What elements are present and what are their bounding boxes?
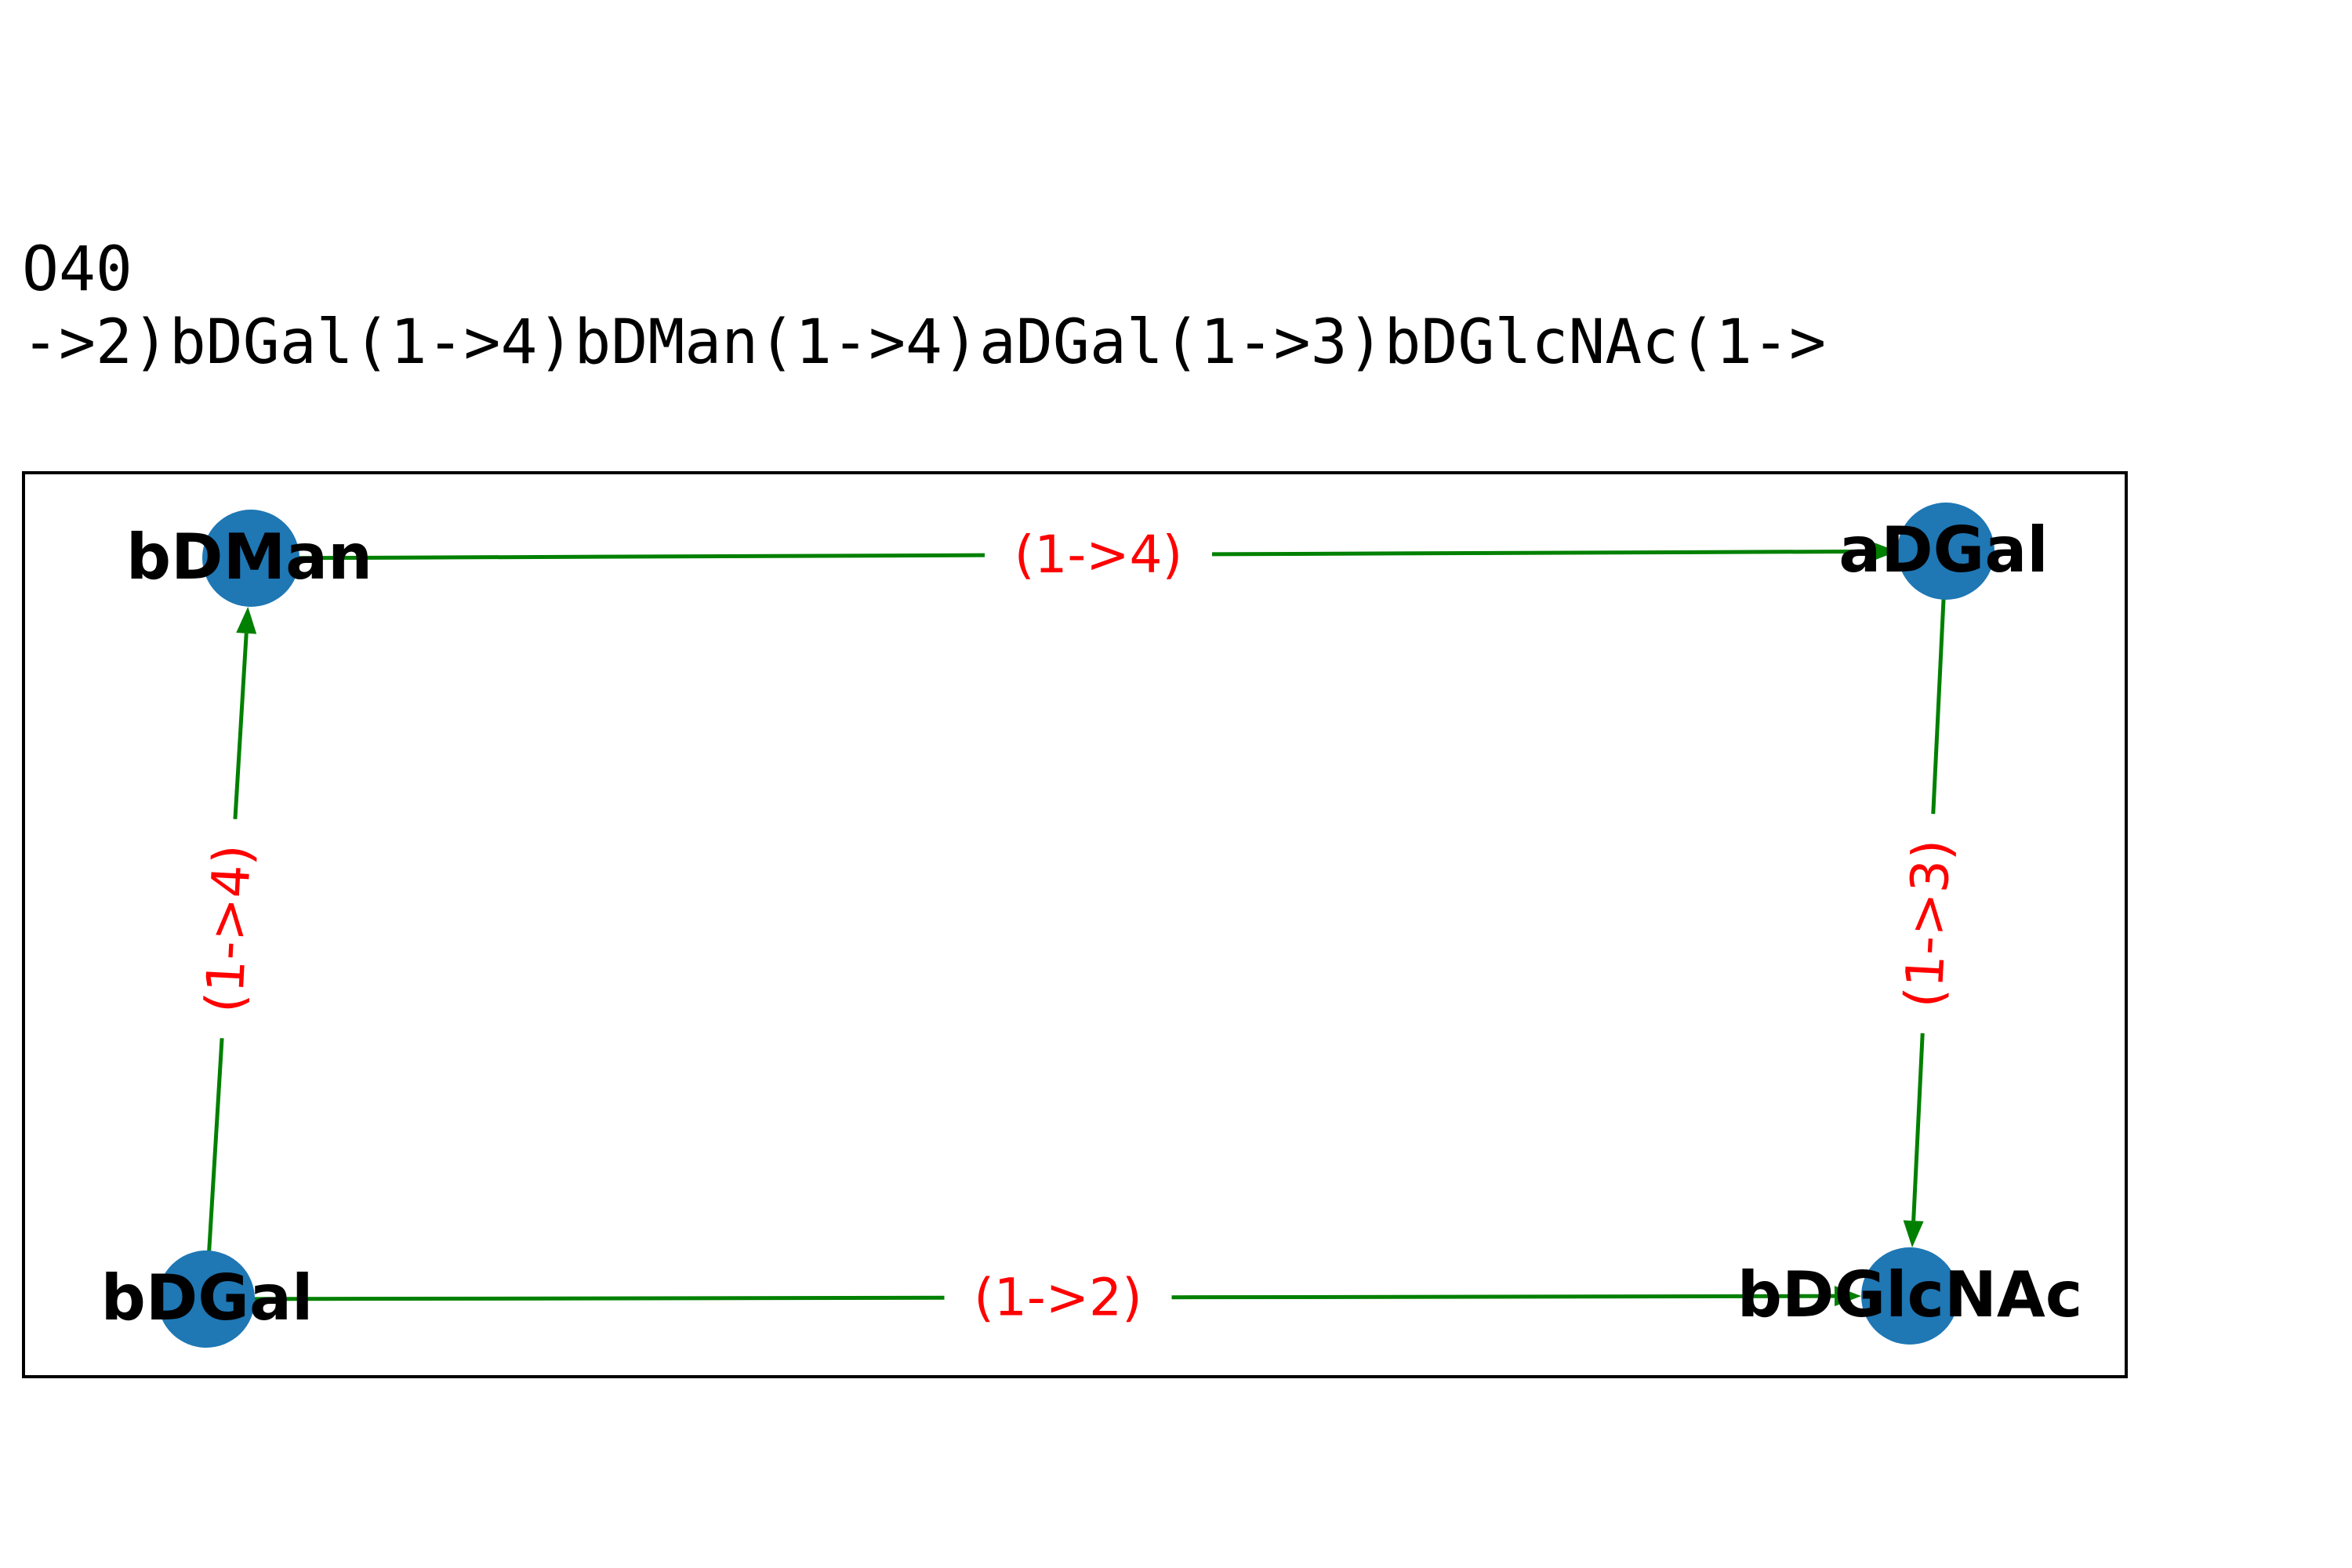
- edge-arrowhead: [1903, 1220, 1924, 1248]
- edge-label: (1->4): [1014, 524, 1183, 585]
- edge-line: [205, 1295, 945, 1301]
- edge-line: [250, 553, 985, 561]
- edge-line: [1211, 549, 1871, 557]
- node-circle: [202, 510, 299, 607]
- nodes-layer: bDMan aDGal bDGlcNAc bDGal: [101, 503, 2082, 1348]
- edge-line: [1911, 1033, 1925, 1221]
- edge-arrowhead: [236, 606, 257, 634]
- node-label: bDMan: [126, 521, 372, 593]
- edge-arrowhead: [1834, 1286, 1861, 1307]
- node-circle: [158, 1250, 255, 1348]
- plot-frame: [22, 471, 2128, 1378]
- edge-arrowhead: [1870, 541, 1898, 562]
- edges-layer: (1->4) (1->3) (1->2) (1->4): [194, 524, 1962, 1328]
- edge-line: [233, 633, 249, 819]
- edge-label: (1->3): [1893, 838, 1962, 1009]
- edge-line: [1171, 1294, 1835, 1300]
- glycan-id: O40: [22, 234, 132, 305]
- node-label: aDGal: [1838, 514, 2048, 586]
- node-circle: [1897, 503, 1994, 600]
- glycan-sequence: ->2)bDGal(1->4)bDMan(1->4)aDGal(1->3)bDG…: [22, 307, 1827, 378]
- node-label: bDGlcNAc: [1737, 1258, 2082, 1331]
- node-circle: [1861, 1247, 1958, 1345]
- node-label: bDGal: [101, 1261, 314, 1334]
- edge-label: (1->2): [974, 1268, 1142, 1328]
- edge-label: (1->4): [194, 843, 263, 1014]
